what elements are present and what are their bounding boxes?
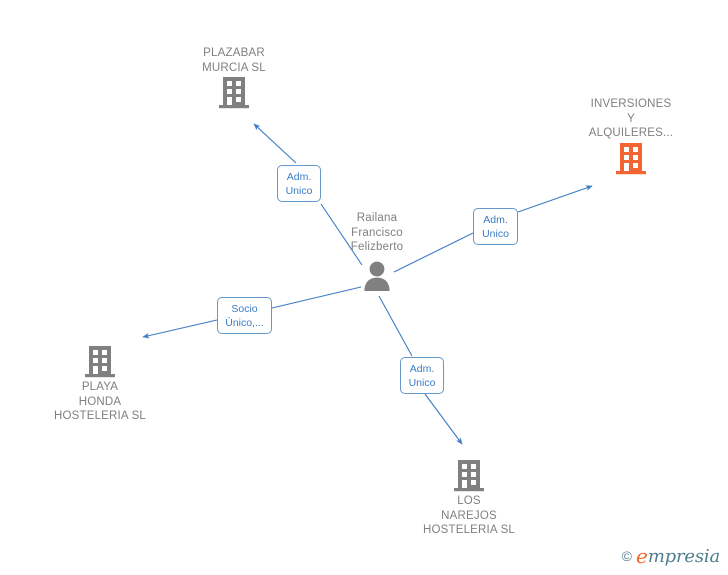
brand-name: mpresia xyxy=(647,545,720,567)
node-playa-honda[interactable]: PLAYA HONDA HOSTELERIA SL xyxy=(25,344,175,424)
node-plazabar-murcia[interactable]: PLAZABAR MURCIA SL xyxy=(159,46,309,109)
node-person-railana-label: Railana Francisco Felizberto xyxy=(350,212,404,253)
empresia-watermark: © e mpresia xyxy=(621,544,721,568)
building-icon[interactable] xyxy=(85,344,115,378)
edge-label-los-narejos[interactable]: Adm. Unico xyxy=(400,357,444,394)
person-icon[interactable] xyxy=(362,259,392,291)
edge-inversiones[interactable] xyxy=(393,185,593,273)
edge-los-narejos-segment-upper xyxy=(378,295,413,357)
edge-playa-honda-segment-left xyxy=(142,319,218,339)
brand-initial: e xyxy=(635,544,648,568)
building-icon[interactable] xyxy=(219,75,249,109)
edge-playa-honda-segment-right xyxy=(271,286,362,309)
building-icon-highlighted[interactable] xyxy=(616,141,646,175)
node-person-railana[interactable]: Railana Francisco Felizberto xyxy=(302,211,452,291)
node-playa-honda-label: PLAYA HONDA HOSTELERIA SL xyxy=(53,381,147,422)
edge-los-narejos[interactable] xyxy=(378,295,463,445)
edge-inversiones-segment-upper xyxy=(517,185,593,213)
edge-plazabar-segment-upper xyxy=(253,123,297,164)
edge-playa-honda[interactable] xyxy=(142,286,362,339)
node-inversiones-alquileres[interactable]: INVERSIONES Y ALQUILERES... xyxy=(556,97,706,175)
node-los-narejos-label: LOS NAREJOS HOSTELERIA SL xyxy=(422,495,516,536)
edge-inversiones-segment-lower xyxy=(393,232,474,273)
edge-label-playa-honda[interactable]: Socio Único,... xyxy=(217,297,272,334)
edge-label-inversiones[interactable]: Adm. Unico xyxy=(473,208,518,245)
building-icon[interactable] xyxy=(454,458,484,492)
copyright-symbol: © xyxy=(621,548,632,564)
node-plazabar-murcia-label: PLAZABAR MURCIA SL xyxy=(202,47,266,74)
edge-label-plazabar[interactable]: Adm. Unico xyxy=(277,165,321,202)
edge-plazabar[interactable] xyxy=(253,123,363,266)
node-los-narejos[interactable]: LOS NAREJOS HOSTELERIA SL xyxy=(394,458,544,538)
edge-plazabar-segment-lower xyxy=(320,203,363,266)
node-inversiones-alquileres-label: INVERSIONES Y ALQUILERES... xyxy=(588,98,674,139)
edge-los-narejos-segment-lower xyxy=(424,393,463,445)
